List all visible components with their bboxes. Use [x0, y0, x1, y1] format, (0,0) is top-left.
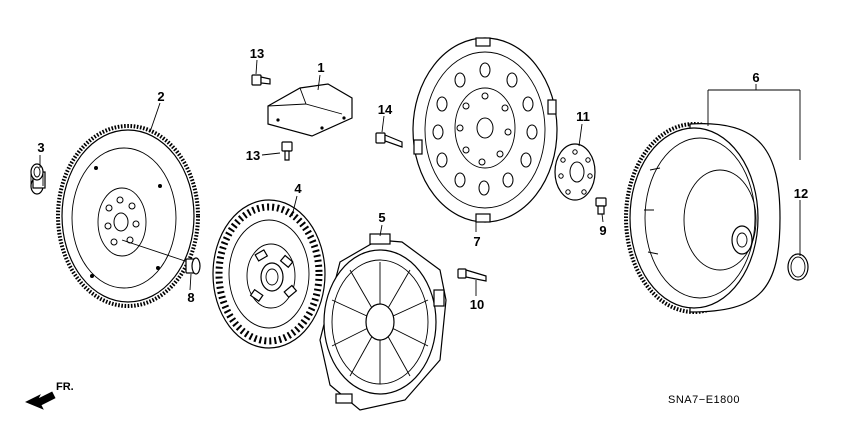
- part-2-flywheel: [56, 124, 200, 308]
- callout-8: 8: [187, 290, 194, 305]
- part-9-bolt: [595, 197, 607, 215]
- part-10-bolt: [457, 268, 487, 282]
- part-12-o-ring: [787, 253, 809, 281]
- callout-13-upper: 13: [250, 46, 264, 61]
- callout-3: 3: [37, 140, 44, 155]
- callout-1: 1: [317, 60, 324, 75]
- part-4-clutch-disc: [212, 199, 326, 349]
- callout-6: 6: [752, 70, 759, 85]
- callout-4: 4: [294, 181, 302, 196]
- callout-14: 14: [378, 102, 393, 117]
- callout-13-lower: 13: [246, 148, 260, 163]
- callout-9: 9: [599, 223, 606, 238]
- direction-label: FR.: [56, 381, 74, 393]
- diagram-code: SNA7−E1800: [668, 394, 740, 406]
- part-8-bolt: [121, 239, 201, 275]
- part-13-bolt-upper: [251, 74, 271, 86]
- part-1-cover: [267, 83, 353, 137]
- callout-10: 10: [470, 297, 484, 312]
- part-13-bolt-lower: [281, 141, 293, 161]
- part-14-bolt: [375, 132, 403, 148]
- leader-lines: [39, 59, 801, 296]
- callout-7: 7: [473, 234, 480, 249]
- front-direction-indicator: FR.: [25, 381, 74, 410]
- callouts: 1 2 3 4 5 6 7 8 9 10 11 12 13 13 14: [37, 46, 808, 312]
- part-3-bushing: [30, 163, 46, 195]
- arrow-icon: [25, 391, 56, 410]
- callout-11: 11: [576, 109, 590, 124]
- part-6-torque-converter: [624, 122, 781, 314]
- callout-12: 12: [794, 186, 808, 201]
- callout-5: 5: [378, 210, 385, 225]
- part-11-plate: [554, 143, 596, 201]
- part-7-drive-plate: [412, 37, 558, 223]
- part-5-pressure-plate: [319, 233, 447, 411]
- callout-2: 2: [157, 89, 164, 104]
